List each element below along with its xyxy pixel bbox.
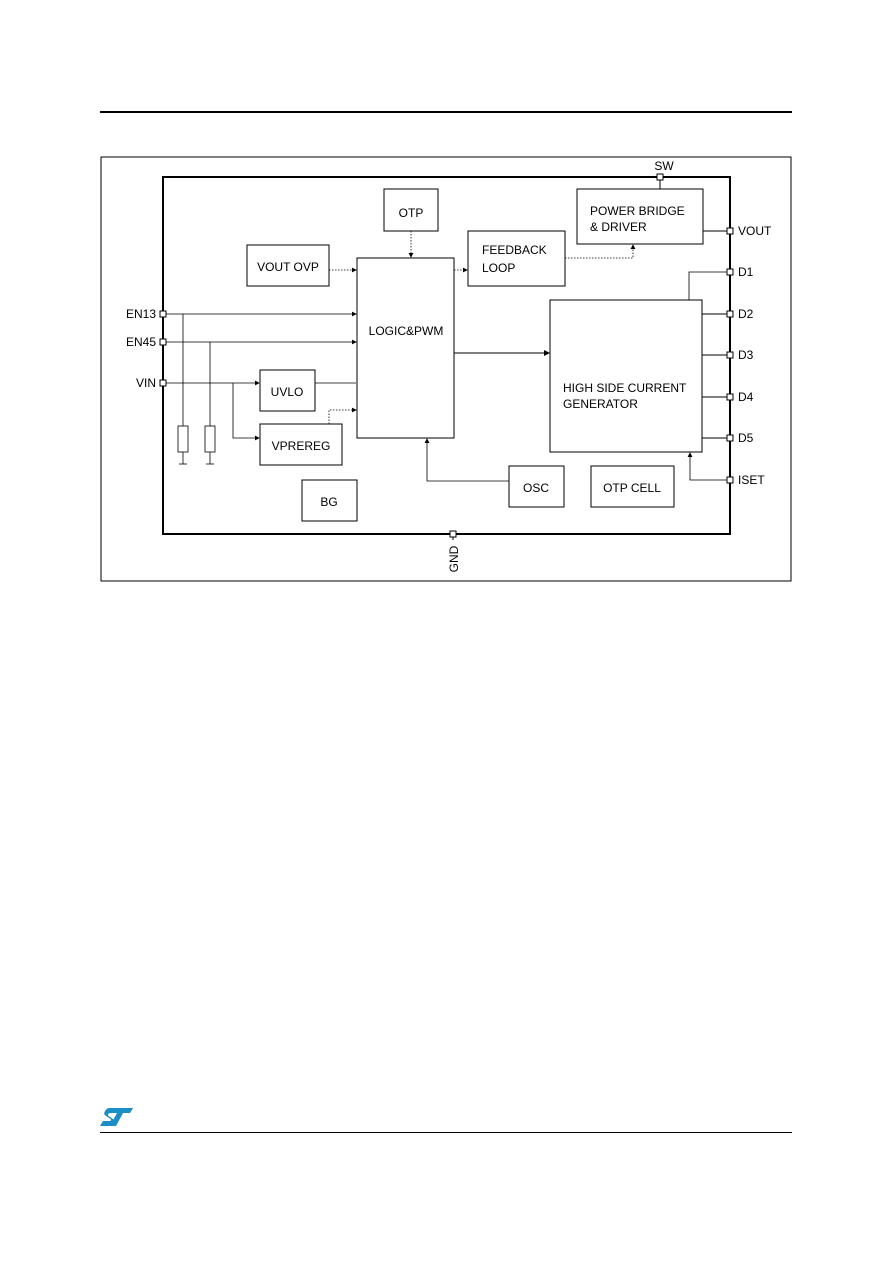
high-side-current-generator-block [549,299,703,453]
footer-rule [100,1132,792,1133]
uvlo-block [259,369,316,412]
header-rule [100,111,792,113]
vout-label: VOUT [738,224,772,238]
feedback-loop-block [467,230,566,287]
d5-label: D5 [738,431,754,445]
sw-label: SW [654,159,674,173]
power-bridge-label-1: POWER BRIDGE [590,204,685,218]
otp-label: OTP [399,206,424,220]
en13-label: EN13 [126,307,156,321]
feedback-label-1: FEEDBACK [482,243,547,257]
vout-ovp-label: VOUT OVP [257,260,319,274]
osc-to-logic-wire [424,438,509,482]
en45-pin [159,338,167,346]
vprereg-block [259,423,343,466]
feedback-to-bridge-wire [565,244,636,259]
en13-pulldown-resistor [177,425,189,453]
sw-pin [656,173,664,181]
d3-label: D3 [738,348,754,362]
en45-label: EN45 [126,335,156,349]
d1-wire [688,271,730,300]
figure-frame [100,156,792,582]
iset-wire [687,452,730,481]
st-logo [100,1108,133,1126]
vin-to-vprereg-wire [232,383,260,441]
vin-label: VIN [136,376,156,390]
power-bridge-block [576,188,704,245]
vprereg-label: VPREREG [272,439,331,453]
bg-block [301,479,358,522]
hscg-label-1: HIGH SIDE CURRENT [563,381,687,395]
logic-pwm-label: LOGIC&PWM [369,324,444,338]
vin-pin [159,379,167,387]
vout-pin [726,227,734,235]
vprereg-to-logic-wire [328,407,357,424]
osc-label: OSC [523,481,549,495]
d1-pin [726,268,734,276]
feedback-label-2: LOOP [482,261,515,275]
d5-pin [726,434,734,442]
iset-label: ISET [738,473,765,487]
power-bridge-label-2: & DRIVER [590,220,647,234]
uvlo-label: UVLO [271,385,304,399]
gnd-pin [449,530,457,538]
vout-ovp-block [246,244,330,287]
d4-label: D4 [738,390,754,404]
osc-block [508,465,565,508]
d2-label: D2 [738,307,754,321]
d1-label: D1 [738,265,754,279]
otp-cell-block [590,465,675,508]
d2-pin [726,310,734,318]
bg-label: BG [320,495,337,509]
logic-pwm-block [356,257,455,439]
d3-pin [726,351,734,359]
iset-pin [726,476,734,484]
en13-pin [159,310,167,318]
otp-cell-label: OTP CELL [603,481,661,495]
hscg-label-2: GENERATOR [563,397,638,411]
d4-pin [726,393,734,401]
gnd-label: GND [447,545,461,572]
en45-pulldown-resistor [204,425,216,453]
